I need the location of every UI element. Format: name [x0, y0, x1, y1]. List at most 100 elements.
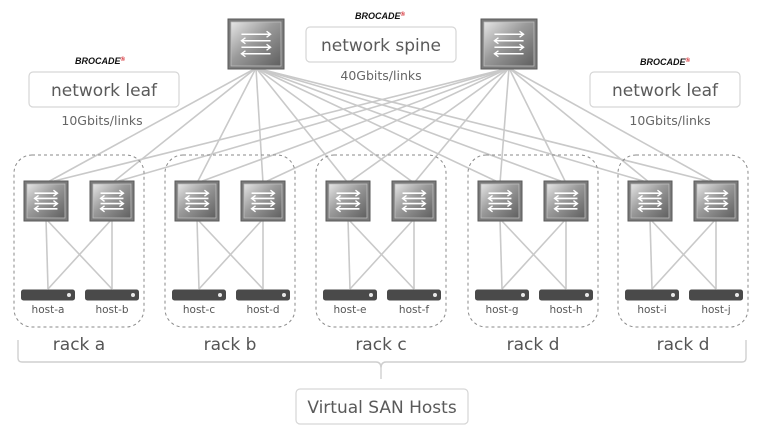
leaf-switch: [543, 180, 589, 222]
uplink-line: [255, 67, 567, 184]
uplink-line: [45, 67, 510, 184]
uplink-line: [196, 67, 510, 184]
host-server: [323, 289, 377, 301]
uplink-line: [45, 67, 257, 184]
host-link-line: [651, 218, 717, 290]
uplink-line: [508, 67, 717, 184]
uplink-line: [111, 67, 257, 184]
host-server: [236, 289, 290, 301]
host-server: [172, 289, 226, 301]
leaf-right-label-box: [589, 71, 741, 108]
host-server: [85, 289, 139, 301]
host-link-line: [47, 218, 113, 290]
brand-logo-left: BROCADE®: [75, 56, 126, 66]
leaf-right-label: network leaf: [612, 81, 719, 101]
uplink-line: [255, 67, 349, 184]
rack-boundary: [164, 154, 296, 328]
brand-logo-spine: BROCADE®: [355, 11, 406, 21]
host-label: host-f: [399, 304, 429, 316]
leaf-switch: [693, 180, 739, 222]
uplink-line: [255, 67, 501, 184]
spine-switch-1: [227, 18, 285, 70]
leaf-switch: [325, 180, 371, 222]
uplink-line: [255, 67, 717, 184]
arrows-icon: [33, 189, 59, 213]
leaf-switch: [477, 180, 523, 222]
host-label: host-e: [334, 304, 367, 316]
leaf-switch: [174, 180, 220, 222]
uplink-line: [508, 67, 567, 184]
uplink-line: [499, 67, 510, 184]
leaf-switch: [391, 180, 437, 222]
uplink-line: [413, 67, 510, 184]
rack-layer: [13, 154, 749, 328]
arrows-icon: [240, 30, 272, 58]
host-server: [475, 289, 529, 301]
leaf-left-label-group: network leaf 10Gbits/links BROCADE®: [28, 56, 180, 128]
leaf-switch: [240, 180, 286, 222]
footer-label-group: Virtual SAN Hosts: [295, 388, 469, 425]
leaf-right-speed-label: 10Gbits/links: [629, 113, 710, 128]
uplink-line: [347, 67, 510, 184]
footer-label-box: [295, 388, 469, 425]
rack-label: rack b: [204, 335, 257, 355]
uplink-line: [255, 67, 264, 184]
rack-label: rack d: [657, 335, 710, 355]
arrows-icon: [487, 189, 513, 213]
host-label: host-a: [32, 304, 65, 316]
rack-group-brace: [17, 340, 747, 379]
spine-speed-label: 40Gbits/links: [340, 68, 421, 83]
leaf-switch: [89, 180, 135, 222]
host-label: host-h: [549, 304, 582, 316]
leaf-switch: [627, 180, 673, 222]
host-link-line: [45, 218, 49, 290]
rack-boundary: [13, 154, 145, 328]
uplink-line: [255, 67, 651, 184]
host-link-line: [499, 218, 503, 290]
leaf-left-speed-label: 10Gbits/links: [61, 113, 142, 128]
rack-boundary: [315, 154, 447, 328]
spine-switch-2: [480, 18, 538, 70]
arrows-icon: [184, 189, 210, 213]
arrows-icon: [401, 189, 427, 213]
host-server: [689, 289, 743, 301]
arrows-icon: [703, 189, 729, 213]
rack-label: rack d: [507, 335, 560, 355]
rack-label: rack c: [355, 335, 406, 355]
arrows-icon: [553, 189, 579, 213]
arrows-icon: [99, 189, 125, 213]
spine-label: network spine: [321, 36, 441, 56]
arrows-icon: [335, 189, 361, 213]
uplink-line: [508, 67, 651, 184]
host-link-line: [347, 218, 351, 290]
host-link-line: [349, 218, 415, 290]
host-link-line: [198, 218, 264, 290]
host-link-line: [649, 218, 653, 290]
host-link-line: [196, 218, 200, 290]
arrows-icon: [250, 189, 276, 213]
host-server: [387, 289, 441, 301]
host-link-line: [501, 218, 567, 290]
leaf-switch: [23, 180, 69, 222]
rack-boundary: [467, 154, 599, 328]
host-server: [625, 289, 679, 301]
links-layer: [45, 67, 717, 290]
host-label: host-g: [485, 304, 518, 316]
spine-label-group: network spine 40Gbits/links BROCADE®: [305, 11, 457, 83]
rack-label: rack a: [53, 335, 105, 355]
arrows-icon: [493, 30, 525, 58]
leaf-left-label: network leaf: [51, 81, 158, 101]
host-label: host-i: [637, 304, 666, 316]
uplink-line: [196, 67, 257, 184]
arrows-icon: [637, 189, 663, 213]
host-label: host-b: [95, 304, 128, 316]
host-server: [539, 289, 593, 301]
leaf-right-label-group: network leaf 10Gbits/links BROCADE®: [589, 57, 741, 128]
spine-label-box: [305, 26, 457, 63]
host-label: host-d: [246, 304, 279, 316]
leaf-left-label-box: [28, 71, 180, 108]
uplink-line: [262, 67, 510, 184]
